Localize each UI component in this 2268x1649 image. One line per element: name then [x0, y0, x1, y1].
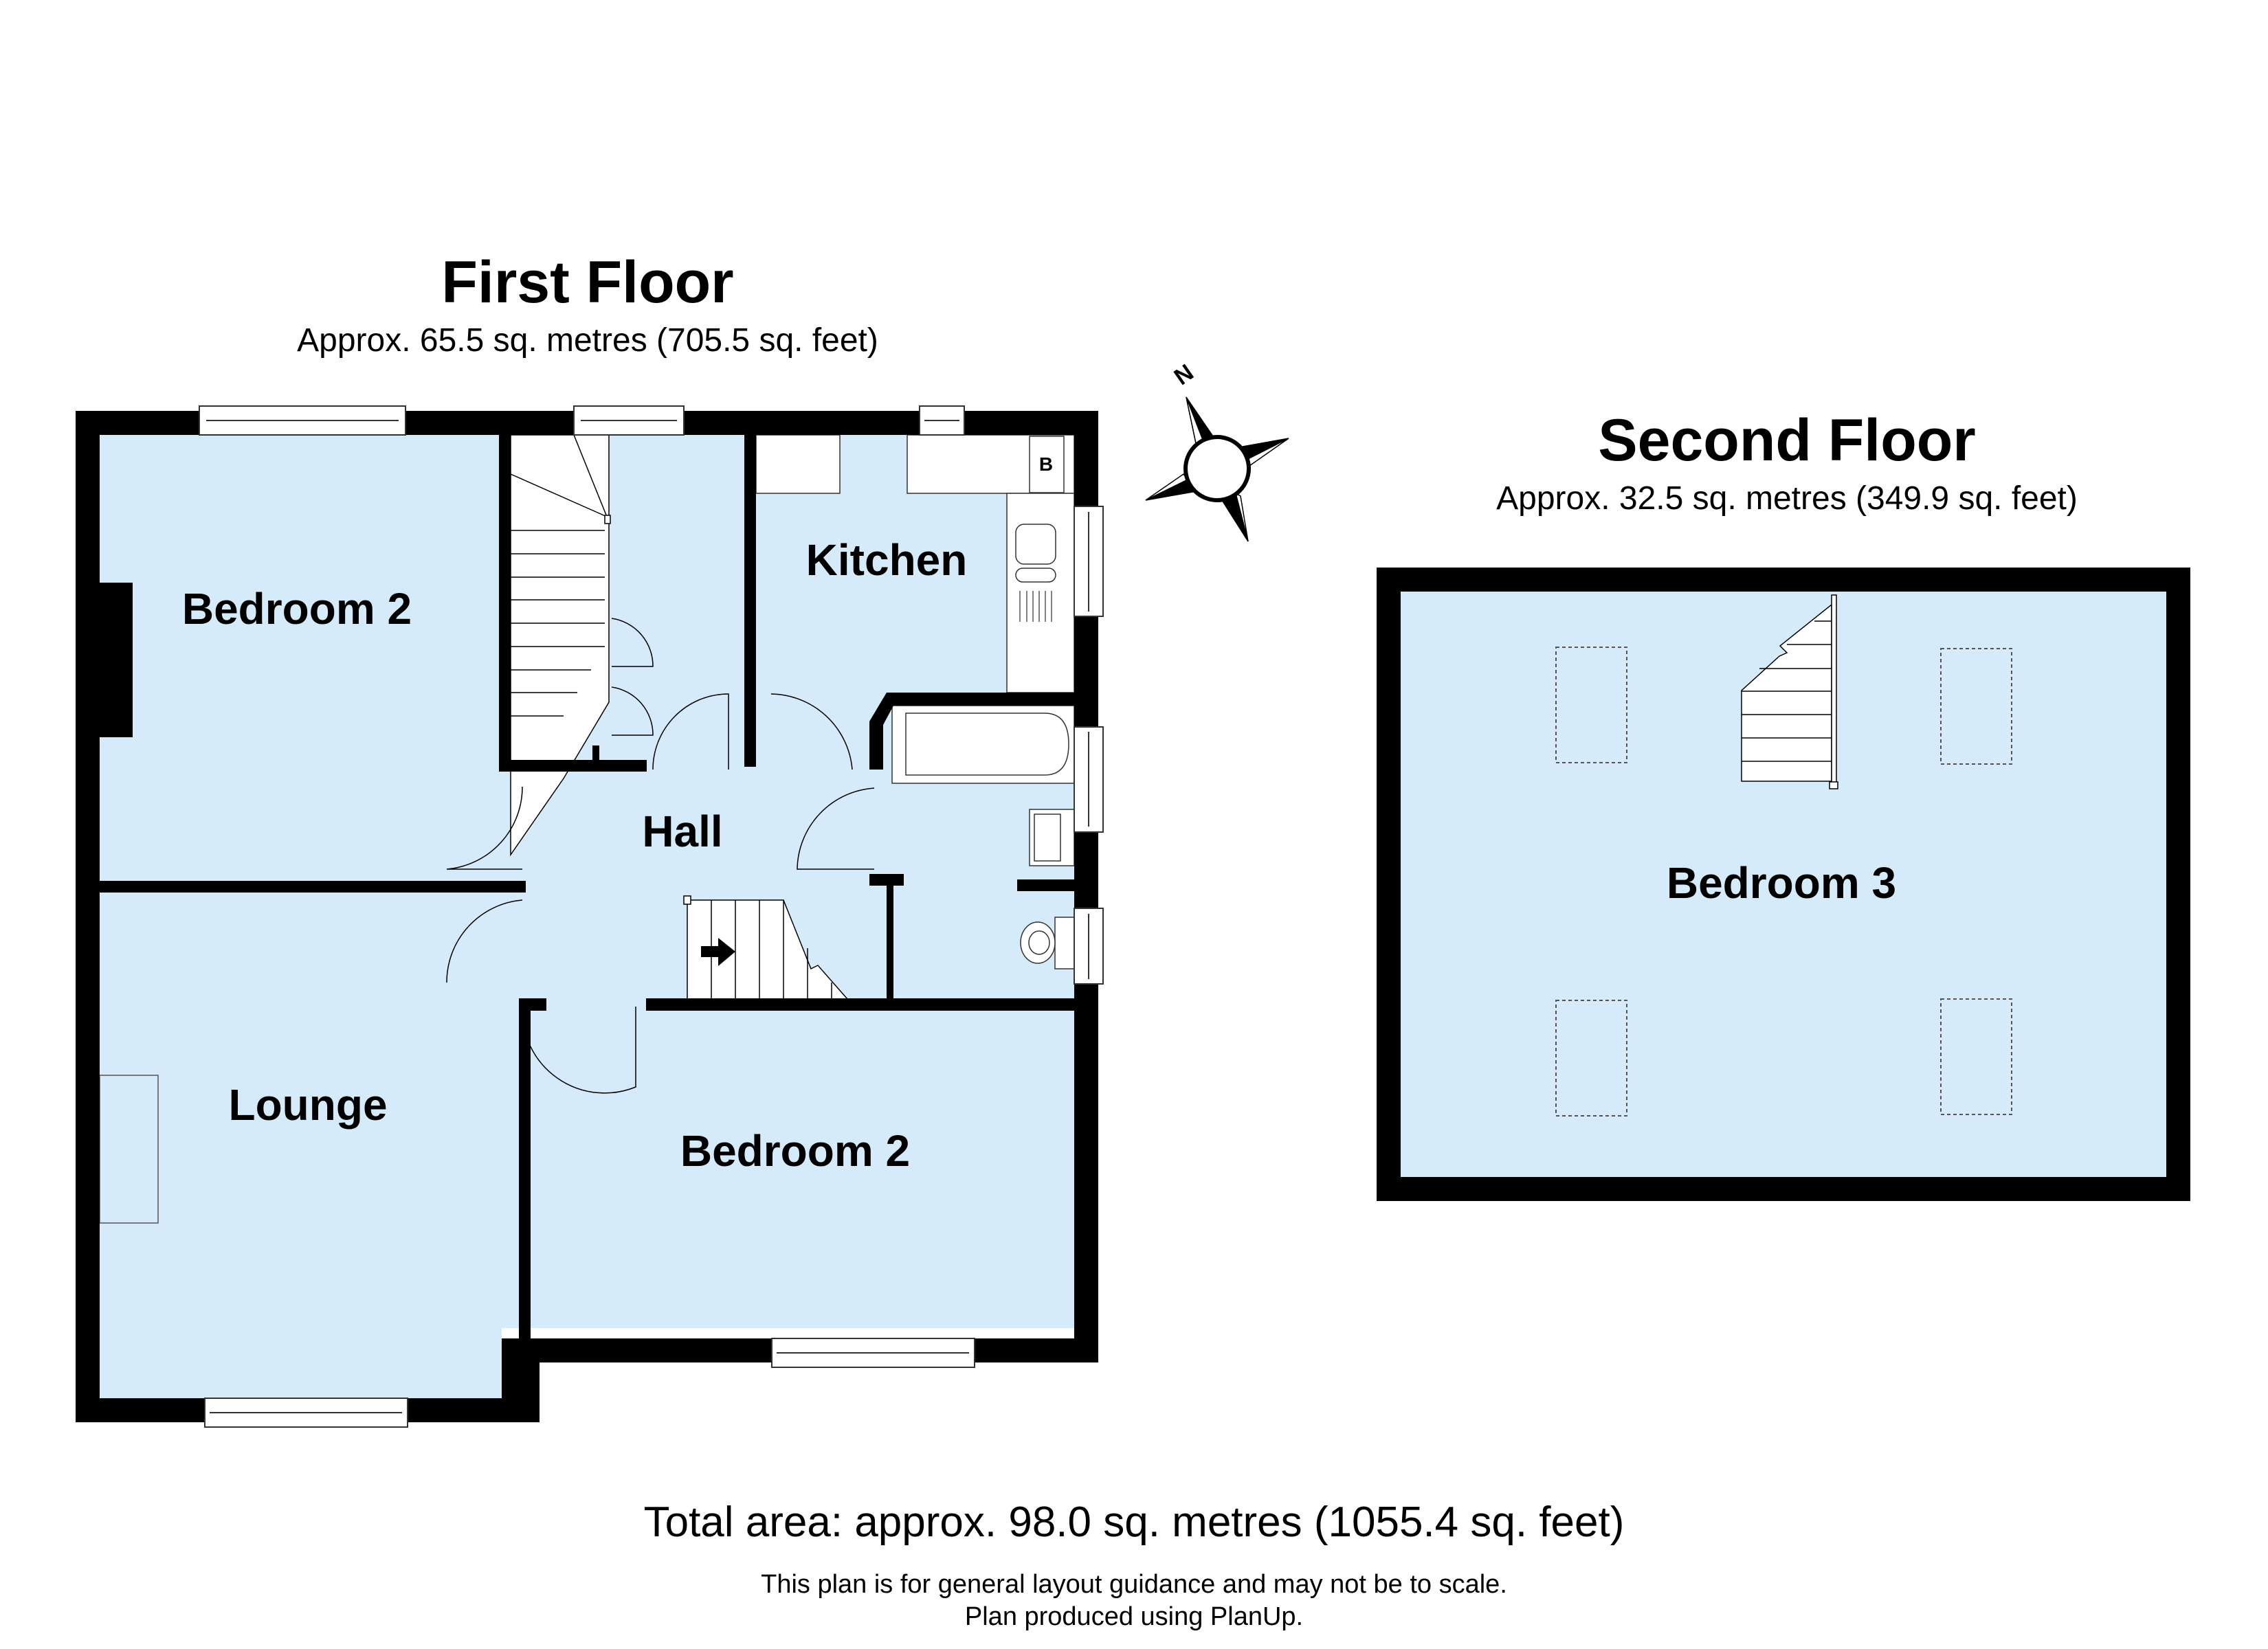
bathroom-fixtures: [891, 705, 1075, 969]
plan-credit: Plan produced using PlanUp.: [964, 1602, 1304, 1631]
chimney-breast: [100, 583, 133, 737]
stairs-second-floor: [1741, 594, 1838, 789]
room-label-bedroom-bottom: Bedroom 2: [680, 1126, 910, 1176]
room-label-lounge: Lounge: [228, 1080, 387, 1130]
second-floor-plan: Bedroom 3: [1377, 568, 2190, 1201]
second-floor-area: Approx. 32.5 sq. metres (349.9 sq. feet): [1496, 480, 2078, 517]
total-area: Total area: approx. 98.0 sq. metres (105…: [643, 1499, 1625, 1546]
stairs-upper: [510, 434, 611, 857]
stairs-hall: [683, 895, 854, 1005]
second-floor-title: Second Floor: [1598, 407, 1976, 473]
lounge-fireplace: [99, 1075, 159, 1224]
room-label-kitchen: Kitchen: [806, 535, 968, 585]
stairs-arrow-icon: [701, 938, 735, 966]
first-floor-area: Approx. 65.5 sq. metres (705.5 sq. feet): [297, 322, 878, 359]
room-label-hall: Hall: [642, 807, 722, 856]
room-label-bedroom3: Bedroom 3: [1667, 858, 1896, 908]
door-swings: [446, 618, 875, 1094]
compass-north-icon: N: [1145, 359, 1289, 542]
boiler-label: B: [1039, 453, 1053, 475]
windows: [199, 405, 1104, 1428]
first-floor-title: First Floor: [441, 249, 734, 315]
disclaimer: This plan is for general layout guidance…: [761, 1570, 1507, 1599]
kitchen-units: B: [755, 434, 1075, 693]
room-label-bedroom-top: Bedroom 2: [182, 584, 412, 633]
